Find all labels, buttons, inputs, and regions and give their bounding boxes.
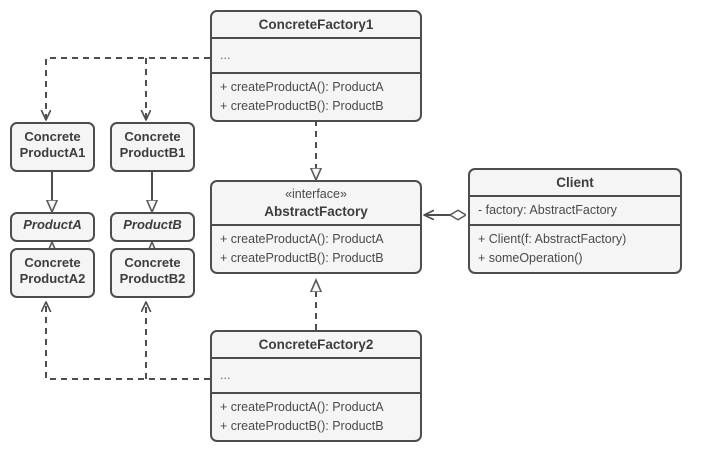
operation-item: + createProductB(): ProductB xyxy=(220,251,384,265)
operation-item: + createProductA(): ProductA xyxy=(220,232,384,246)
class-name-line-1: Concrete xyxy=(124,129,181,144)
operation-item: + someOperation() xyxy=(478,251,583,265)
attribute-item: - factory: AbstractFactory xyxy=(478,203,617,217)
class-name-line-1: Concrete xyxy=(24,129,81,144)
class-name-line-2: ProductA2 xyxy=(19,271,86,286)
class-name-line-2: ProductA1 xyxy=(19,145,86,160)
class-header-abstractfactory: «interface» AbstractFactory xyxy=(212,182,420,224)
class-box-concreteproductb2[interactable]: Concrete ProductB2 xyxy=(110,248,195,298)
operation-item: + createProductA(): ProductA xyxy=(220,80,384,94)
class-box-concretefactory1[interactable]: ConcreteFactory1 ... + createProductA():… xyxy=(210,10,422,122)
class-attributes-concretefactory2: ... xyxy=(212,357,420,392)
class-operations-concretefactory2: + createProductA(): ProductA + createPro… xyxy=(212,392,420,440)
class-box-concreteproductb1[interactable]: Concrete ProductB1 xyxy=(110,122,195,172)
class-box-client[interactable]: Client - factory: AbstractFactory + Clie… xyxy=(468,168,682,274)
edge-concretefactory1-creates-concreteproducta1 xyxy=(46,57,210,120)
class-name-concretefactory2: ConcreteFactory2 xyxy=(258,337,374,352)
class-name-line-2: ProductB2 xyxy=(119,271,186,286)
operation-item: + Client(f: AbstractFactory) xyxy=(478,232,627,246)
class-operations-client: + Client(f: AbstractFactory) + someOpera… xyxy=(470,224,680,272)
class-name-concreteproducta1: Concrete ProductA1 xyxy=(12,124,93,166)
operation-item: + createProductB(): ProductB xyxy=(220,419,384,433)
class-attributes-client: - factory: AbstractFactory xyxy=(470,195,680,224)
operation-item: + createProductB(): ProductB xyxy=(220,99,384,113)
class-box-producta[interactable]: ProductA xyxy=(10,212,95,242)
class-operations-abstractfactory: + createProductA(): ProductA + createPro… xyxy=(212,224,420,272)
class-name-productb-wrapper: ProductB xyxy=(112,214,193,238)
class-name-producta-wrapper: ProductA xyxy=(12,214,93,238)
class-box-concreteproducta1[interactable]: Concrete ProductA1 xyxy=(10,122,95,172)
class-operations-concretefactory1: + createProductA(): ProductA + createPro… xyxy=(212,72,420,120)
class-name-productb: ProductB xyxy=(123,217,182,232)
class-name-abstractfactory: AbstractFactory xyxy=(264,204,368,219)
class-box-concreteproducta2[interactable]: Concrete ProductA2 xyxy=(10,248,95,298)
class-box-concretefactory2[interactable]: ConcreteFactory2 ... + createProductA():… xyxy=(210,330,422,442)
operation-item: + createProductA(): ProductA xyxy=(220,400,384,414)
class-name-concreteproducta2: Concrete ProductA2 xyxy=(12,250,93,292)
class-name-line-1: Concrete xyxy=(124,255,181,270)
class-name-producta: ProductA xyxy=(23,217,82,232)
class-name-concreteproductb1: Concrete ProductB1 xyxy=(112,124,193,166)
class-name-line-2: ProductB1 xyxy=(119,145,186,160)
class-name-concretefactory1: ConcreteFactory1 xyxy=(258,17,374,32)
edge-concretefactory2-creates-concreteproducta2 xyxy=(46,302,210,380)
class-name-line-1: Concrete xyxy=(24,255,81,270)
class-box-abstractfactory[interactable]: «interface» AbstractFactory + createProd… xyxy=(210,180,422,274)
class-name-client: Client xyxy=(556,175,594,190)
class-name-concreteproductb2: Concrete ProductB2 xyxy=(112,250,193,292)
class-box-productb[interactable]: ProductB xyxy=(110,212,195,242)
class-attributes-concretefactory1: ... xyxy=(212,37,420,72)
stereotype-interface: «interface» xyxy=(285,187,347,201)
